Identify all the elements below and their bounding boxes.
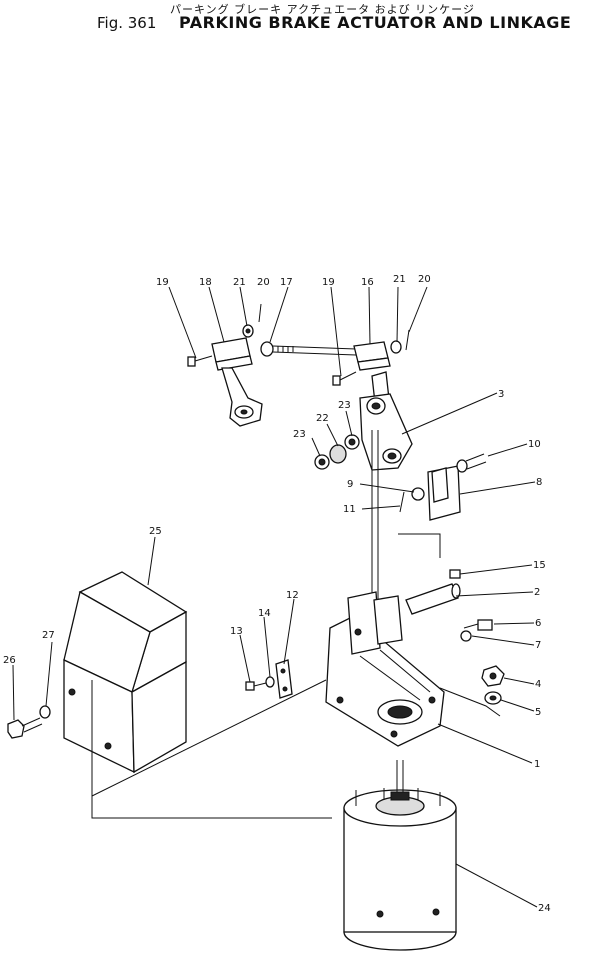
mount-guide-lines — [439, 687, 501, 717]
callout-25: 25 — [149, 526, 162, 537]
callout-24: 24 — [538, 903, 551, 914]
callout-18: 18 — [199, 277, 212, 288]
bracket-1[interactable] — [325, 591, 445, 747]
callout-21b: 21 — [393, 274, 406, 285]
brake-actuator-24[interactable] — [343, 760, 457, 951]
clevis-16[interactable] — [353, 341, 391, 371]
washers-22-23[interactable] — [314, 434, 360, 470]
washer-7[interactable] — [460, 630, 472, 642]
washer-5[interactable] — [484, 691, 502, 705]
rod-link — [371, 430, 441, 600]
pin-10[interactable] — [456, 453, 487, 473]
callout-11: 11 — [343, 504, 356, 515]
callout-4: 4 — [535, 679, 541, 690]
bolt-19-left[interactable] — [187, 355, 213, 367]
callout-15: 15 — [533, 560, 546, 571]
figure-title: PARKING BRAKE ACTUATOR AND LINKAGE — [179, 13, 572, 32]
washer-14[interactable] — [265, 676, 275, 688]
callout-22: 22 — [316, 413, 329, 424]
callout-labels: 19 18 21 20 17 19 16 21 20 3 22 23 23 10… — [3, 274, 551, 914]
cotter-pin-11[interactable] — [399, 491, 405, 513]
callout-20b: 20 — [418, 274, 431, 285]
callout-9: 9 — [347, 479, 353, 490]
callout-26: 26 — [3, 655, 16, 666]
linkage-arm-18[interactable] — [211, 337, 263, 427]
leader-lines — [12, 286, 538, 908]
callout-3: 3 — [498, 389, 504, 400]
washer-21-left[interactable] — [242, 324, 254, 338]
plate-12[interactable] — [275, 659, 293, 699]
washer-21-right[interactable] — [390, 340, 402, 354]
threaded-rod-17[interactable] — [260, 341, 357, 357]
bolt-13[interactable] — [245, 681, 267, 691]
bolt-26[interactable] — [7, 717, 43, 739]
callout-27: 27 — [42, 630, 55, 641]
callout-17: 17 — [280, 277, 293, 288]
callout-7: 7 — [535, 640, 541, 651]
bolt-19-right[interactable] — [332, 371, 357, 386]
callout-8: 8 — [536, 477, 542, 488]
callout-10: 10 — [528, 439, 541, 450]
washer-27[interactable] — [39, 705, 51, 719]
cover-25[interactable] — [63, 571, 188, 774]
cotter-pin-20-right[interactable] — [405, 329, 410, 351]
bolt-6[interactable] — [463, 619, 493, 631]
callout-14: 14 — [258, 608, 271, 619]
callout-16: 16 — [361, 277, 374, 288]
nut-4[interactable] — [481, 665, 505, 687]
callout-5: 5 — [535, 707, 541, 718]
clevis-8[interactable] — [427, 465, 461, 521]
callout-23b: 23 — [338, 400, 351, 411]
japanese-title: パーキング ブレーキ アクチュエータ および リンケージ — [170, 3, 475, 16]
callout-23a: 23 — [293, 429, 306, 440]
washer-9[interactable] — [411, 487, 425, 501]
callout-1: 1 — [534, 759, 540, 770]
pin-2[interactable] — [405, 583, 461, 615]
callout-12: 12 — [286, 590, 299, 601]
callout-6: 6 — [535, 618, 541, 629]
lever-3[interactable] — [359, 371, 413, 471]
callout-20a: 20 — [257, 277, 270, 288]
callout-21a: 21 — [233, 277, 246, 288]
cover-guide-lines — [91, 679, 332, 819]
callout-2: 2 — [534, 587, 540, 598]
figure-header: パーキング ブレーキ アクチュエータ および リンケージ Fig. 361 PA… — [0, 0, 609, 36]
cotter-pin-20-left[interactable] — [258, 303, 262, 323]
callout-19a: 19 — [156, 277, 169, 288]
bolt-15[interactable] — [449, 569, 461, 579]
callout-13: 13 — [230, 626, 243, 637]
figure-number: Fig. 361 — [97, 14, 157, 32]
callout-19b: 19 — [322, 277, 335, 288]
